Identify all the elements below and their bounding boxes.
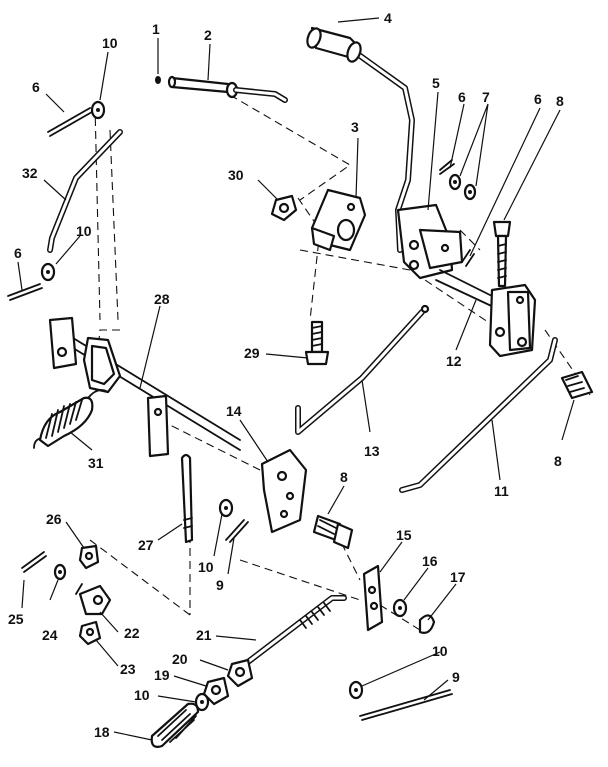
part-7-washers — [448, 173, 477, 201]
part-6-cotter-pin-upper — [439, 159, 455, 175]
callout-6c: 6 — [534, 91, 542, 107]
part-9-cotter-pin-lower-right — [359, 689, 453, 721]
callout-28: 28 — [154, 291, 170, 307]
callout-labels: 1 2 3 4 5 6 6 6 6 7 8 8 8 9 9 10 10 10 1… — [8, 10, 564, 740]
part-12-pivot-shaft — [435, 269, 537, 358]
callout-10c: 10 — [198, 559, 214, 575]
part-1-plug — [155, 76, 161, 84]
callout-26: 26 — [46, 511, 62, 527]
part-9-cotter-pin-center — [225, 519, 249, 543]
callout-10d: 10 — [134, 687, 150, 703]
callout-4: 4 — [384, 10, 392, 26]
part-31-spring — [33, 389, 109, 449]
part-6-cotter-pin-upper-left — [47, 107, 93, 137]
part-2-clevis-pin — [167, 75, 288, 103]
callout-27: 27 — [138, 537, 154, 553]
callout-21: 21 — [196, 627, 212, 643]
part-32-link-rod — [47, 129, 123, 253]
callout-22: 22 — [124, 625, 140, 641]
callout-14: 14 — [226, 403, 242, 419]
callout-10b: 10 — [76, 223, 92, 239]
part-16-washer — [392, 598, 408, 618]
part-19-nut — [202, 676, 230, 706]
part-10-washer-center — [218, 498, 234, 518]
callout-5: 5 — [432, 75, 440, 91]
part-10-washer-left — [40, 262, 56, 282]
callout-19: 19 — [154, 667, 170, 683]
callout-9a: 9 — [216, 577, 224, 593]
callout-23: 23 — [120, 661, 136, 677]
callout-30: 30 — [228, 167, 244, 183]
callout-15: 15 — [396, 527, 412, 543]
callout-8c: 8 — [340, 469, 348, 485]
part-29-bolt — [304, 320, 330, 366]
leader-lines — [17, 17, 575, 741]
part-6-cotter-pin-left — [7, 283, 43, 301]
part-17-retaining-clip — [418, 614, 436, 634]
callout-9b: 9 — [452, 669, 460, 685]
callout-24: 24 — [42, 627, 58, 643]
callout-10a: 10 — [102, 35, 118, 51]
callout-6a: 6 — [32, 79, 40, 95]
part-26-nut — [78, 544, 100, 570]
part-27-rod — [180, 453, 194, 544]
callout-1: 1 — [152, 21, 160, 37]
callout-29: 29 — [244, 345, 260, 361]
assembly-guide-lines — [89, 94, 591, 631]
part-25-cotter-pin — [21, 551, 47, 573]
part-23-nut — [78, 620, 102, 646]
callout-13: 13 — [364, 443, 380, 459]
part-10-washer-upper-left — [90, 100, 106, 120]
part-3-bracket — [310, 188, 367, 252]
part-22-swivel — [75, 583, 112, 616]
part-21-adjustment-rod — [237, 595, 347, 671]
callout-7: 7 — [482, 89, 490, 105]
part-18-grip — [150, 702, 200, 748]
part-5-lever-bracket — [396, 203, 464, 280]
part-13-lift-link — [295, 304, 430, 435]
callout-31: 31 — [88, 455, 104, 471]
callout-11: 11 — [494, 483, 509, 499]
callout-12: 12 — [446, 353, 462, 369]
callout-2: 2 — [204, 27, 212, 43]
part-8-bolt-right — [560, 370, 594, 400]
part-15-link-plate — [362, 564, 384, 632]
callout-18: 18 — [94, 724, 110, 740]
part-6-cotter-pin-right — [461, 249, 475, 267]
callout-20: 20 — [172, 651, 188, 667]
callout-6d: 6 — [14, 245, 22, 261]
callout-17: 17 — [450, 569, 466, 585]
callout-3: 3 — [351, 119, 359, 135]
callout-32: 32 — [22, 165, 38, 181]
callout-8b: 8 — [554, 453, 562, 469]
part-11-link-rod — [399, 337, 558, 493]
callout-6b: 6 — [458, 89, 466, 105]
part-14-mounting-plate — [260, 448, 308, 534]
callout-8a: 8 — [556, 93, 564, 109]
callout-25: 25 — [8, 611, 24, 627]
part-8-bolt-upper — [492, 220, 512, 288]
part-20-nut — [226, 658, 254, 688]
part-28-cross-shaft — [48, 316, 241, 458]
part-30-nut — [270, 194, 298, 222]
callout-10e: 10 — [432, 643, 448, 659]
callout-16: 16 — [422, 553, 438, 569]
part-24-washer — [53, 563, 67, 581]
part-8-bolt-center — [312, 514, 354, 550]
part-10-washer-lower-right — [348, 680, 364, 700]
